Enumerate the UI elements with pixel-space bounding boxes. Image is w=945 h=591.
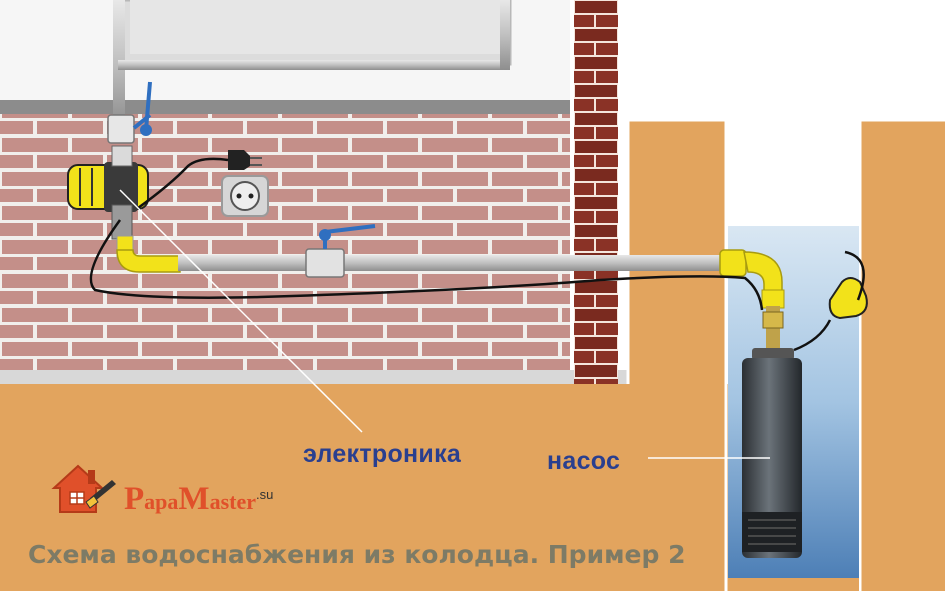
brick-wall (0, 114, 570, 372)
logo-wordmark: PapaMaster.su (124, 481, 273, 518)
power-plug (228, 150, 250, 170)
top-ball-valve (107, 114, 135, 144)
main-ball-valve (305, 248, 345, 278)
radiator-pipe (118, 60, 508, 70)
house-logo-icon (51, 464, 116, 513)
electronics-label: электроника (303, 440, 462, 468)
float-switch (828, 277, 868, 320)
pump-cable (89, 219, 764, 311)
floor-edge (0, 370, 628, 384)
main-horizontal-pipe (178, 255, 723, 271)
papamaster-logo: PapaMaster.su (50, 460, 310, 520)
ground-right-of-well (860, 120, 945, 591)
brick-column (574, 0, 618, 384)
logo-aster: aster (209, 489, 256, 514)
logo-domain: .su (256, 487, 274, 502)
diagram-caption: Схема водоснабжения из колодца. Пример 2 (28, 540, 686, 569)
submersible-pump (742, 358, 802, 558)
ground-left-of-well (628, 120, 726, 384)
pump-head (752, 348, 794, 360)
electronics-leader-line (119, 189, 363, 433)
logo-letter-p: P (124, 481, 145, 517)
floor-slab (0, 100, 570, 114)
logo-apa: apa (144, 489, 179, 514)
pump-label: насос (547, 447, 621, 475)
power-cable (137, 157, 229, 210)
logo-letter-m: M (178, 481, 210, 517)
